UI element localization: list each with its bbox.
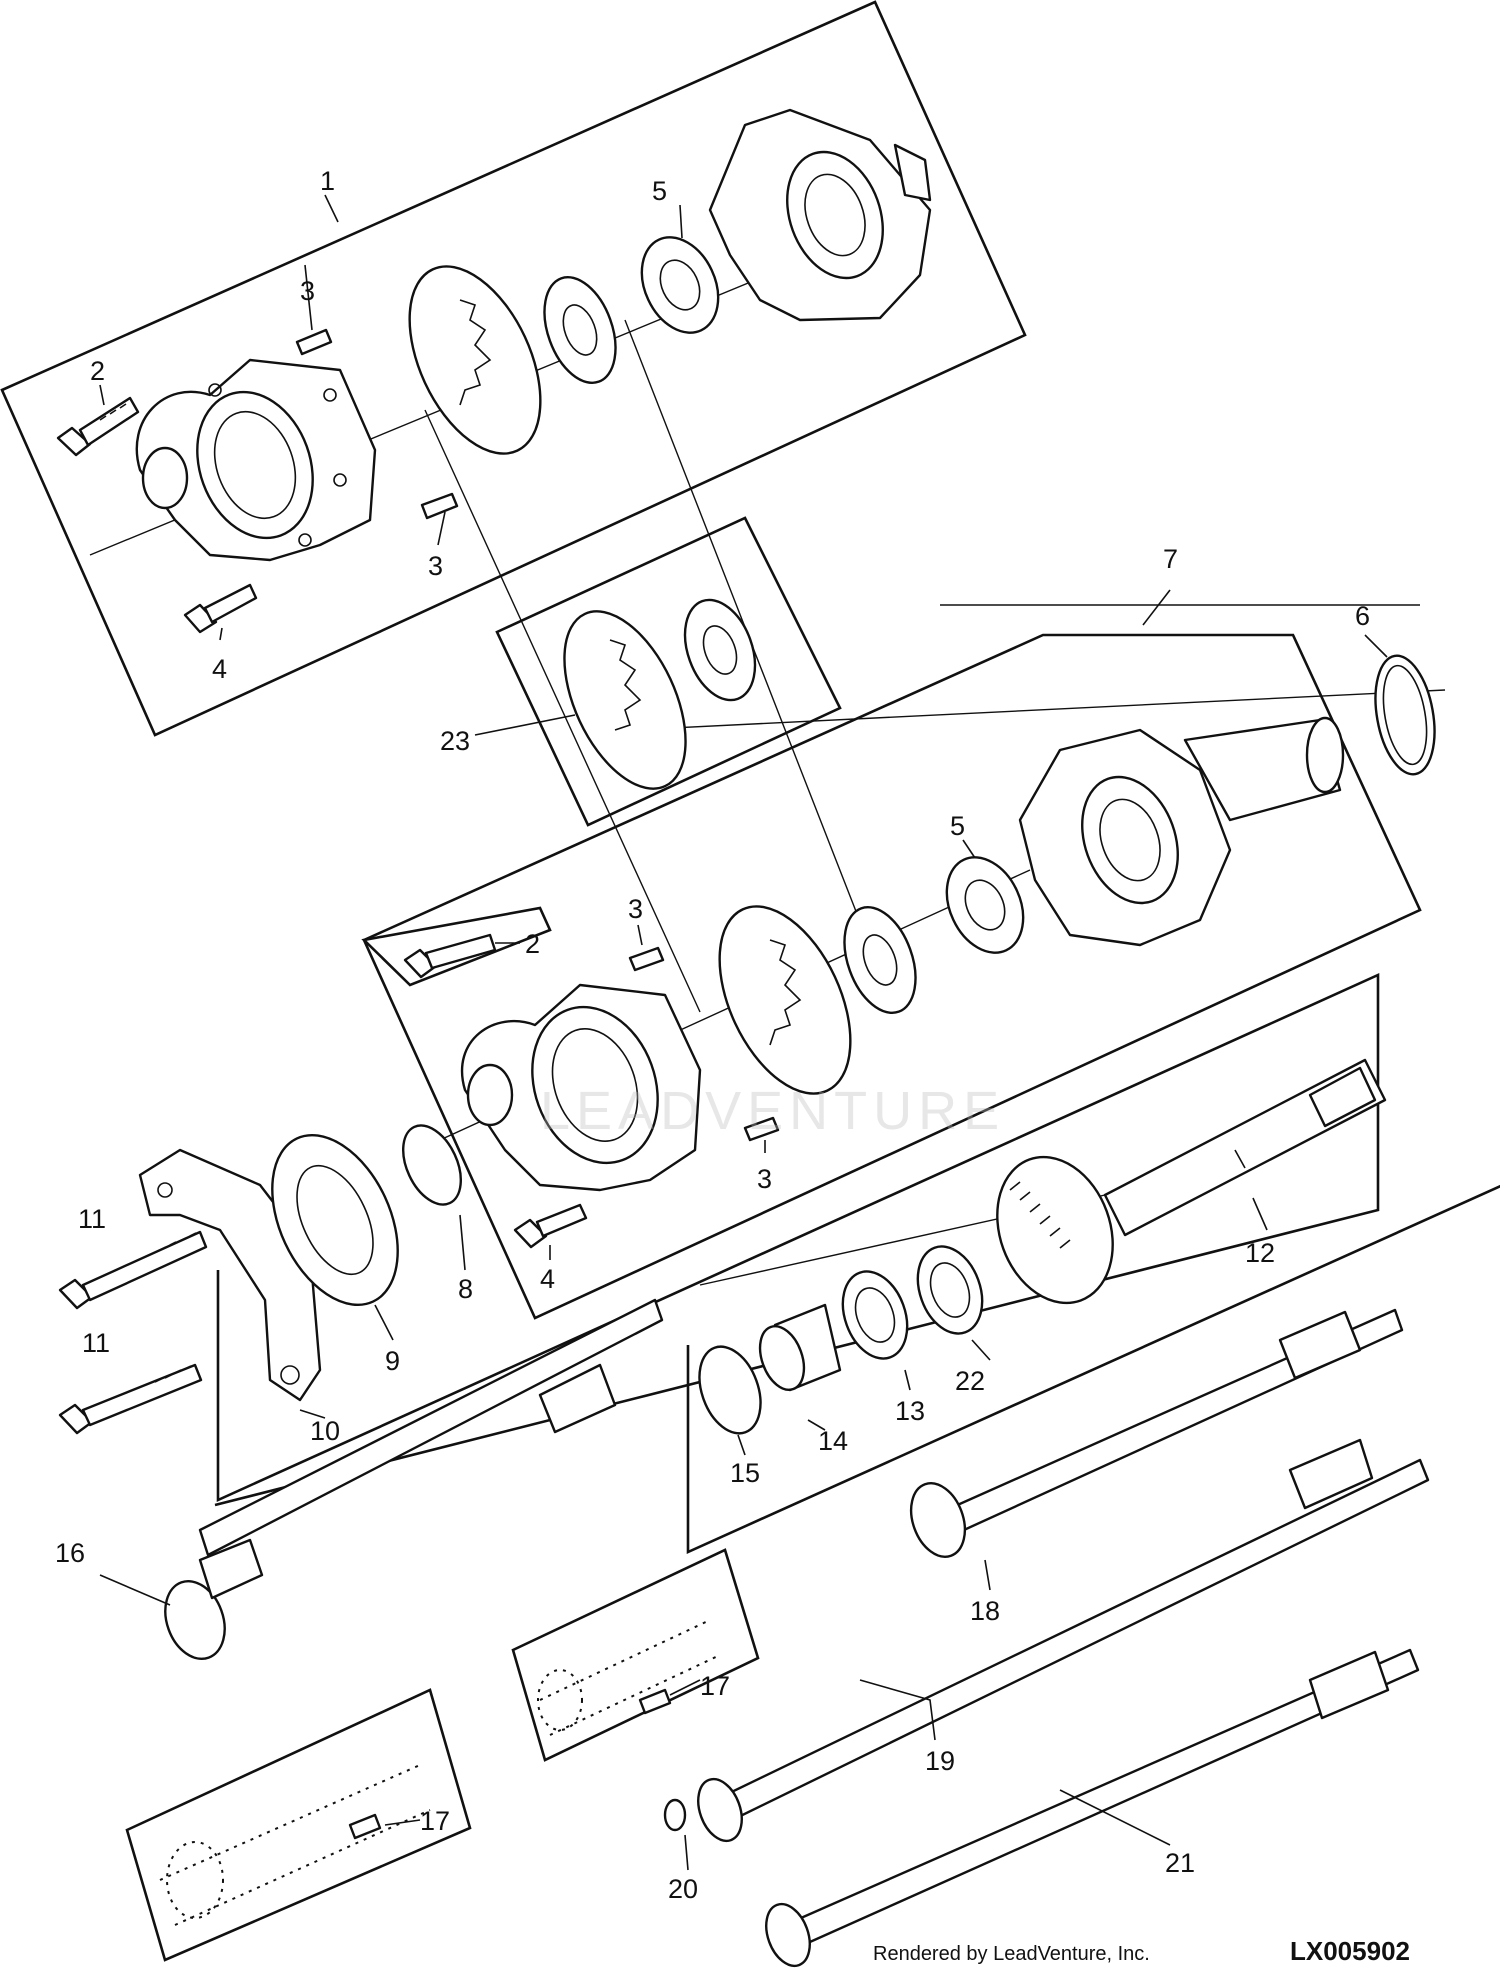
roll-pin-17a (348, 1813, 382, 1840)
figure-id: LX005902 (1290, 1936, 1410, 1966)
callout-5-a: 5 (652, 176, 667, 206)
callout-7: 7 (1163, 544, 1178, 574)
callout-10: 10 (310, 1416, 340, 1446)
gear-shaft-12 (996, 1058, 1387, 1305)
callout-2-b: 2 (525, 929, 540, 959)
shaft-21 (765, 1648, 1420, 1968)
washer-13 (841, 1270, 909, 1360)
bolt-4-upper (183, 583, 258, 634)
o-ring-6 (1374, 654, 1436, 776)
callout-5-b: 5 (950, 811, 965, 841)
shaft-16 (164, 1298, 664, 1660)
shaft-18 (909, 1308, 1404, 1558)
callout-2-a: 2 (90, 356, 105, 386)
nut-20 (663, 1798, 687, 1832)
callout-13: 13 (895, 1396, 925, 1426)
assembly-frame-1 (0, 0, 1027, 737)
callout-19: 19 (925, 1746, 955, 1776)
link-line-a (424, 409, 701, 1013)
callout-12: 12 (1245, 1238, 1275, 1268)
callout-11-b: 11 (82, 1328, 110, 1358)
inset-frame-left (125, 1688, 472, 1962)
render-credit: Rendered by LeadVenture, Inc. (873, 1943, 1150, 1965)
axis-middle (589, 689, 1446, 733)
outer-rotor-kit-23 (563, 610, 687, 790)
callout-11-a: 11 (78, 1204, 106, 1234)
callout-1: 1 (320, 166, 335, 196)
bolt-2-upper (56, 396, 140, 457)
roll-pin-17b (638, 1688, 672, 1715)
pump-housing-upper (708, 108, 932, 322)
callout-17-b: 17 (700, 1671, 730, 1701)
inset-right-shaft (537, 1619, 721, 1736)
callout-3-b: 3 (428, 551, 443, 581)
pump-housing-middle (1018, 716, 1345, 947)
callout-4-a: 4 (212, 654, 227, 684)
frame-shaft-18 (686, 1184, 1500, 1555)
inner-rotor-kit-23 (683, 598, 757, 702)
shaft-19 (697, 1438, 1430, 1843)
bearing-9 (271, 1133, 399, 1307)
callout-22: 22 (955, 1366, 985, 1396)
dowel-pin-3d (743, 1116, 780, 1142)
pump-cover-middle (460, 983, 702, 1192)
inset-frame-right (511, 1548, 760, 1762)
bearing-14 (758, 1303, 842, 1392)
callout-8: 8 (458, 1274, 473, 1304)
bolt-11-lower (58, 1363, 203, 1435)
inset-left-shaft (159, 1764, 431, 1926)
bolt-2-lower (403, 933, 497, 979)
leader-lines (99, 194, 1388, 1871)
callout-16: 16 (55, 1538, 85, 1568)
callout-9: 9 (385, 1346, 400, 1376)
frame-bolt-2-lower (361, 906, 552, 987)
bolt-11-upper (58, 1230, 208, 1310)
callout-15: 15 (730, 1458, 760, 1488)
callout-labels: 1 3 2 5 3 4 23 7 6 5 3 2 3 4 11 11 8 9 1… (55, 166, 1370, 1904)
callout-3-d: 3 (757, 1164, 772, 1194)
snap-ring-8 (402, 1124, 462, 1206)
snap-ring-15 (698, 1345, 762, 1435)
callout-14: 14 (818, 1426, 848, 1456)
assembly-frame-7 (362, 633, 1422, 1320)
bearing-5-upper (640, 236, 720, 334)
callout-3-c: 3 (628, 894, 643, 924)
callout-20: 20 (668, 1874, 698, 1904)
callout-6: 6 (1355, 601, 1370, 631)
outer-rotor-middle (718, 905, 852, 1095)
thrust-washer-22 (916, 1245, 984, 1335)
dowel-pin-3b (420, 492, 459, 520)
frame-shaft-16 (214, 972, 1380, 1507)
callout-4-b: 4 (540, 1264, 555, 1294)
dowel-pin-3a (295, 328, 333, 356)
outer-rotor-upper (408, 265, 542, 455)
bearing-5-middle (945, 856, 1025, 954)
callout-3-a: 3 (300, 276, 315, 306)
callout-18: 18 (970, 1596, 1000, 1626)
inner-rotor-upper (543, 275, 617, 385)
pump-cover-upper (135, 358, 377, 562)
callout-21: 21 (1165, 1848, 1195, 1878)
watermark-text: LEADVENTURE (540, 1081, 1006, 1141)
callout-23: 23 (440, 726, 470, 756)
bolt-4-lower (513, 1203, 588, 1249)
callout-17-a: 17 (420, 1806, 450, 1836)
inner-rotor-middle (843, 905, 917, 1015)
assembly-frame-23 (495, 516, 842, 827)
dowel-pin-3c (628, 946, 665, 972)
